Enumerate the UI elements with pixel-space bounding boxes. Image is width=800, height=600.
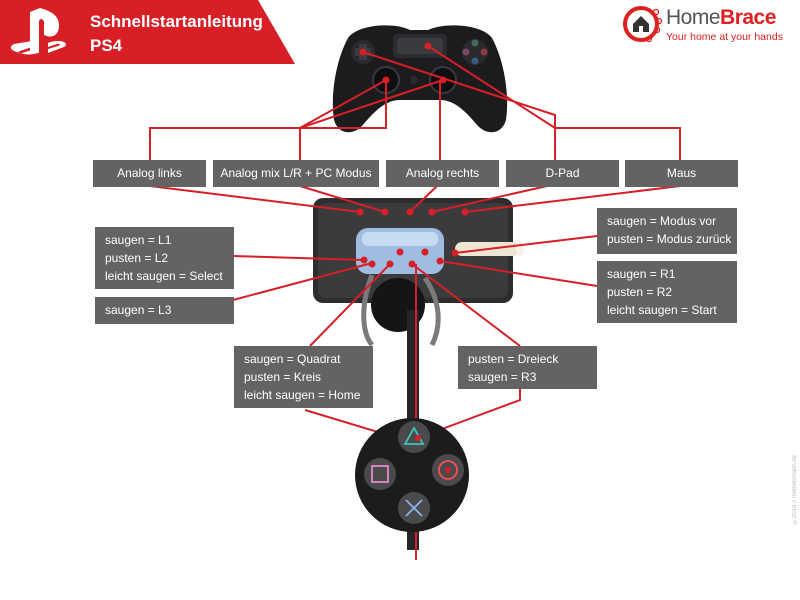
label-quadrat-kreis-home: saugen = Quadrat pusten = Kreis leicht s… (234, 346, 373, 408)
label-line: pusten = Dreieck (468, 352, 559, 366)
homebrace-logo: HomeBrace Your home at your hands (622, 4, 792, 44)
house-logo-icon (623, 6, 663, 43)
label-analog-rechts: Analog rechts (386, 160, 499, 187)
cross-icon (405, 499, 423, 517)
label-line: saugen = R1 (607, 267, 676, 281)
playstation-logo-icon (10, 8, 66, 55)
square-icon (371, 465, 389, 483)
header-title: Schnellstartanleitung (90, 12, 263, 31)
circle-icon (438, 460, 458, 480)
label-analog-links: Analog links (93, 160, 206, 187)
triangle-button (398, 421, 430, 453)
label-modus: saugen = Modus vor pusten = Modus zurück (597, 208, 737, 254)
square-button (364, 458, 396, 490)
label-line: saugen = L3 (105, 303, 172, 317)
gamepad-icon (332, 25, 508, 133)
label-dreieck-r3: pusten = Dreieck saugen = R3 (458, 346, 597, 389)
label-l1-l2-select: saugen = L1 pusten = L2 leicht saugen = … (95, 227, 234, 289)
label-line: pusten = L2 (105, 251, 169, 265)
label-line: pusten = R2 (607, 285, 673, 299)
label-line: leicht saugen = Home (244, 388, 361, 402)
face-buttons (355, 418, 469, 532)
logo-name: HomeBrace (666, 6, 776, 29)
header-subtitle: PS4 (90, 36, 123, 55)
label-line: saugen = Quadrat (244, 352, 341, 366)
label-line: saugen = Modus vor (607, 214, 717, 228)
label-dpad: D-Pad (506, 160, 619, 187)
label-l3: saugen = L3 (95, 297, 234, 324)
copyright-note: ©2018 // medienmann.de (792, 455, 798, 525)
label-line: saugen = R3 (468, 370, 537, 384)
label-r1-r2-start: saugen = R1 pusten = R2 leicht saugen = … (597, 261, 737, 323)
logo-tagline: Your home at your hands (666, 31, 783, 43)
connection-points (356, 42, 469, 268)
cross-button (398, 492, 430, 524)
label-line: pusten = Kreis (244, 370, 322, 384)
mouthpiece-device (313, 198, 524, 550)
label-line: leicht saugen = Select (105, 269, 223, 283)
label-line: saugen = L1 (105, 233, 172, 247)
label-line: leicht saugen = Start (607, 303, 717, 317)
label-analog-mix: Analog mix L/R + PC Modus (213, 160, 379, 187)
header-banner (0, 0, 295, 64)
label-line: pusten = Modus zurück (607, 232, 732, 246)
label-maus: Maus (625, 160, 738, 187)
